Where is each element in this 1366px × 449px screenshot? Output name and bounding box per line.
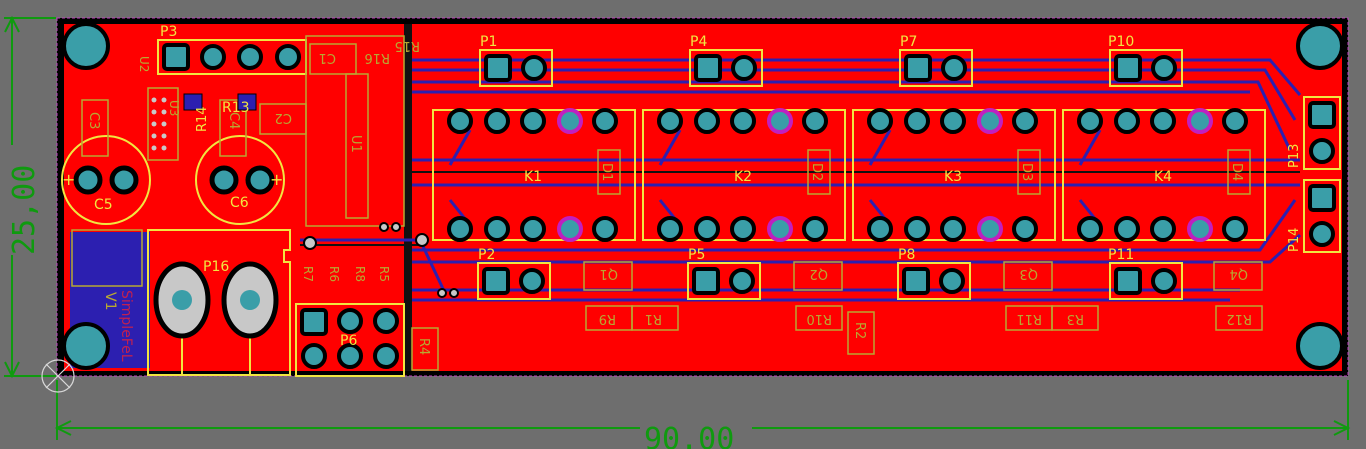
vias (303, 222, 459, 298)
label-r11: R11 (1016, 311, 1042, 326)
label-p14: P14 (1287, 228, 1302, 252)
label-r10: R10 (806, 311, 832, 326)
label-p3: P3 (160, 24, 177, 40)
label-r16: R16 (364, 50, 390, 65)
label-c1: C1 (319, 50, 336, 65)
label-p8: P8 (898, 247, 915, 263)
label-signature: SimpleFeL (118, 290, 134, 362)
electrolytic-capacitors: + + (61, 135, 285, 225)
label-p1: P1 (480, 34, 497, 50)
mounting-hole-icon (1296, 322, 1344, 370)
label-r15: R15 (394, 38, 420, 53)
header-outlines (157, 39, 1341, 300)
label-q1: Q1 (599, 266, 618, 281)
label-r8: R8 (353, 266, 367, 282)
label-q2: Q2 (809, 266, 828, 281)
traces (300, 58, 1302, 302)
smd-pads (183, 93, 257, 111)
label-p7: P7 (900, 34, 917, 50)
label-u3: U3 (167, 100, 181, 116)
label-d1: D1 (599, 163, 614, 181)
mounting-hole-icon (62, 322, 110, 370)
label-p6: P6 (340, 333, 357, 349)
p6-header (295, 303, 405, 377)
label-p10: P10 (1108, 34, 1134, 50)
label-r12: R12 (1226, 311, 1252, 326)
svg-text:+: + (270, 170, 283, 189)
dark-separator-lines (300, 171, 1300, 246)
ground-trace-strip (404, 24, 412, 371)
label-q3: Q3 (1019, 266, 1038, 281)
label-p16: P16 (203, 259, 229, 275)
label-v1: V1 (102, 292, 118, 310)
label-p5: P5 (688, 247, 705, 263)
label-r3: R3 (1067, 311, 1084, 326)
mounting-holes (62, 22, 1344, 370)
label-c2: C2 (275, 110, 292, 125)
label-k1: K1 (524, 169, 542, 185)
dimension-width-label: 90.00 (644, 422, 734, 449)
label-r6: R6 (327, 266, 341, 282)
label-p2: P2 (478, 247, 495, 263)
bottom-silk-labels: C1 C2 C3 C4 R15 R16 U1 U2 U3 D1 D2 D3 D4… (86, 38, 1252, 362)
smd-footprints (71, 35, 1263, 371)
label-p4: P4 (690, 34, 707, 50)
label-d3: D3 (1019, 163, 1034, 181)
u3-pads (151, 97, 167, 151)
label-r9: R9 (599, 311, 616, 326)
label-r1: R1 (645, 311, 662, 326)
label-d4: D4 (1229, 163, 1244, 181)
label-p13: P13 (1287, 144, 1302, 168)
label-c5: C5 (94, 197, 113, 213)
mounting-hole-icon (1296, 22, 1344, 70)
silkscreen-labels: P1 P4 P7 P10 P2 P5 P8 P11 P3 P16 P6 K1 K… (94, 24, 1302, 349)
label-r2: R2 (852, 322, 867, 339)
label-c3: C3 (86, 112, 101, 129)
label-k4: K4 (1154, 169, 1172, 185)
label-q4: Q4 (1229, 266, 1248, 281)
label-k3: K3 (944, 169, 962, 185)
relay-pins (447, 108, 1248, 242)
label-c4: C4 (226, 112, 241, 129)
header-pads (162, 43, 1336, 295)
label-k2: K2 (734, 169, 752, 185)
label-r7: R7 (301, 266, 315, 282)
svg-text:+: + (62, 170, 75, 189)
label-r13: R13 (222, 100, 250, 116)
origin-marker-icon (41, 359, 75, 393)
label-d2: D2 (809, 163, 824, 181)
label-u1: U1 (348, 135, 363, 153)
label-p11: P11 (1108, 247, 1134, 263)
label-r4: R4 (416, 338, 431, 355)
label-u2: U2 (137, 56, 151, 72)
mounting-hole-icon (62, 22, 110, 70)
label-r14: R14 (195, 106, 210, 132)
dimension-height-label: 25,00 (7, 165, 42, 255)
label-r5: R5 (377, 266, 391, 282)
power-jack (147, 229, 291, 376)
label-c6: C6 (230, 195, 249, 211)
